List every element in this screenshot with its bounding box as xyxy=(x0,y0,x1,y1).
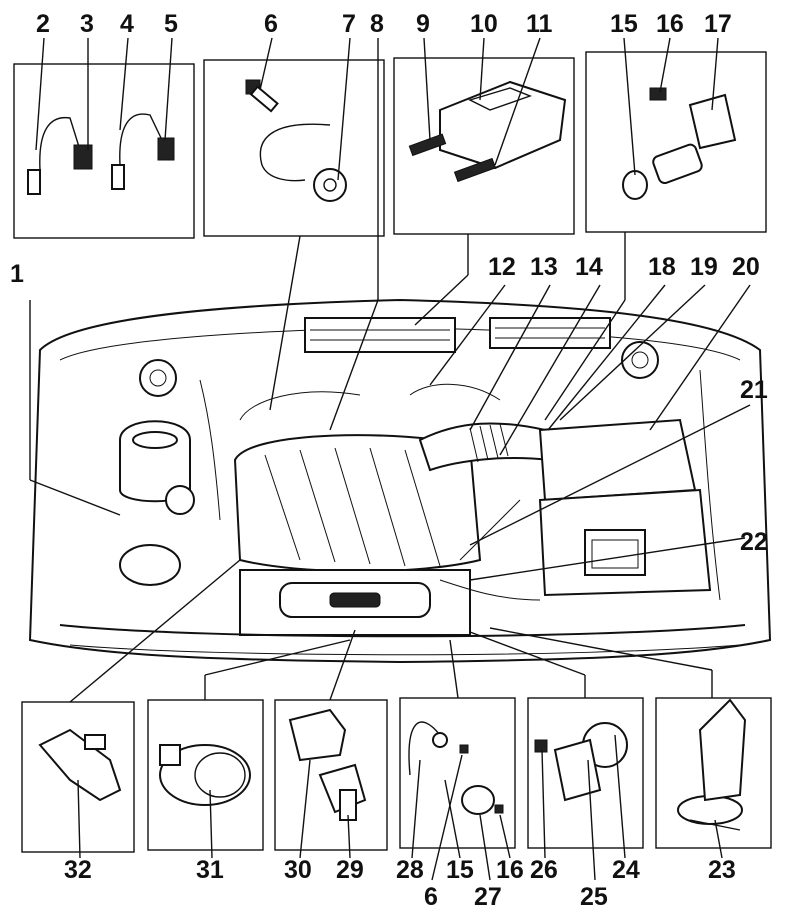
vacuum-unit-illustration xyxy=(677,698,747,831)
callout-20: 20 xyxy=(732,253,760,281)
callout-29: 29 xyxy=(336,856,364,884)
detail-box-knock-sensor xyxy=(203,59,385,237)
callout-1: 1 xyxy=(10,260,24,288)
callout-18: 18 xyxy=(648,253,676,281)
callout-14: 14 xyxy=(575,253,603,281)
callout-17: 17 xyxy=(704,10,732,38)
callout-26: 26 xyxy=(530,856,558,884)
detail-box-speed-sensor xyxy=(585,51,767,233)
callout-32: 32 xyxy=(64,856,92,884)
leader-lines xyxy=(29,37,751,881)
callout-6-lower: 6 xyxy=(424,883,438,911)
callout-9: 9 xyxy=(416,10,430,38)
small-sensors-illustration xyxy=(408,721,504,815)
callout-2: 2 xyxy=(36,10,50,38)
callout-11: 11 xyxy=(526,10,553,38)
callout-16: 16 xyxy=(656,10,684,38)
speed-sensor-illustration xyxy=(622,87,737,200)
solenoid-valves-illustration xyxy=(288,708,367,821)
callout-7: 7 xyxy=(342,10,356,38)
callout-25: 25 xyxy=(580,883,608,911)
callout-28: 28 xyxy=(396,856,424,884)
callout-5: 5 xyxy=(164,10,178,38)
callout-22: 22 xyxy=(740,528,768,556)
callout-3: 3 xyxy=(80,10,94,38)
injector-illustration xyxy=(38,728,122,802)
throttle-body-illustration xyxy=(534,722,628,802)
callout-27: 27 xyxy=(474,883,502,911)
callout-31: 31 xyxy=(196,856,224,884)
callout-15-lower: 15 xyxy=(446,856,474,884)
callout-8: 8 xyxy=(370,10,384,38)
engine-bay-illustration xyxy=(28,298,772,664)
callout-6: 6 xyxy=(264,10,278,38)
callout-12: 12 xyxy=(488,253,516,281)
secondary-air-pump-illustration xyxy=(159,744,251,806)
callout-15: 15 xyxy=(610,10,638,38)
callout-23: 23 xyxy=(708,856,736,884)
callout-19: 19 xyxy=(690,253,718,281)
callout-24: 24 xyxy=(612,856,640,884)
callout-4: 4 xyxy=(120,10,134,38)
callout-30: 30 xyxy=(284,856,312,884)
oxygen-sensors-illustration xyxy=(27,113,175,195)
control-unit-illustration xyxy=(408,80,567,183)
callout-10: 10 xyxy=(470,10,498,38)
callout-21: 21 xyxy=(740,376,768,404)
callout-labels: 1 2 3 4 5 6 7 8 9 10 11 12 13 14 15 16 1… xyxy=(10,10,768,911)
callout-13: 13 xyxy=(530,253,558,281)
callout-16-lower: 16 xyxy=(496,856,524,884)
